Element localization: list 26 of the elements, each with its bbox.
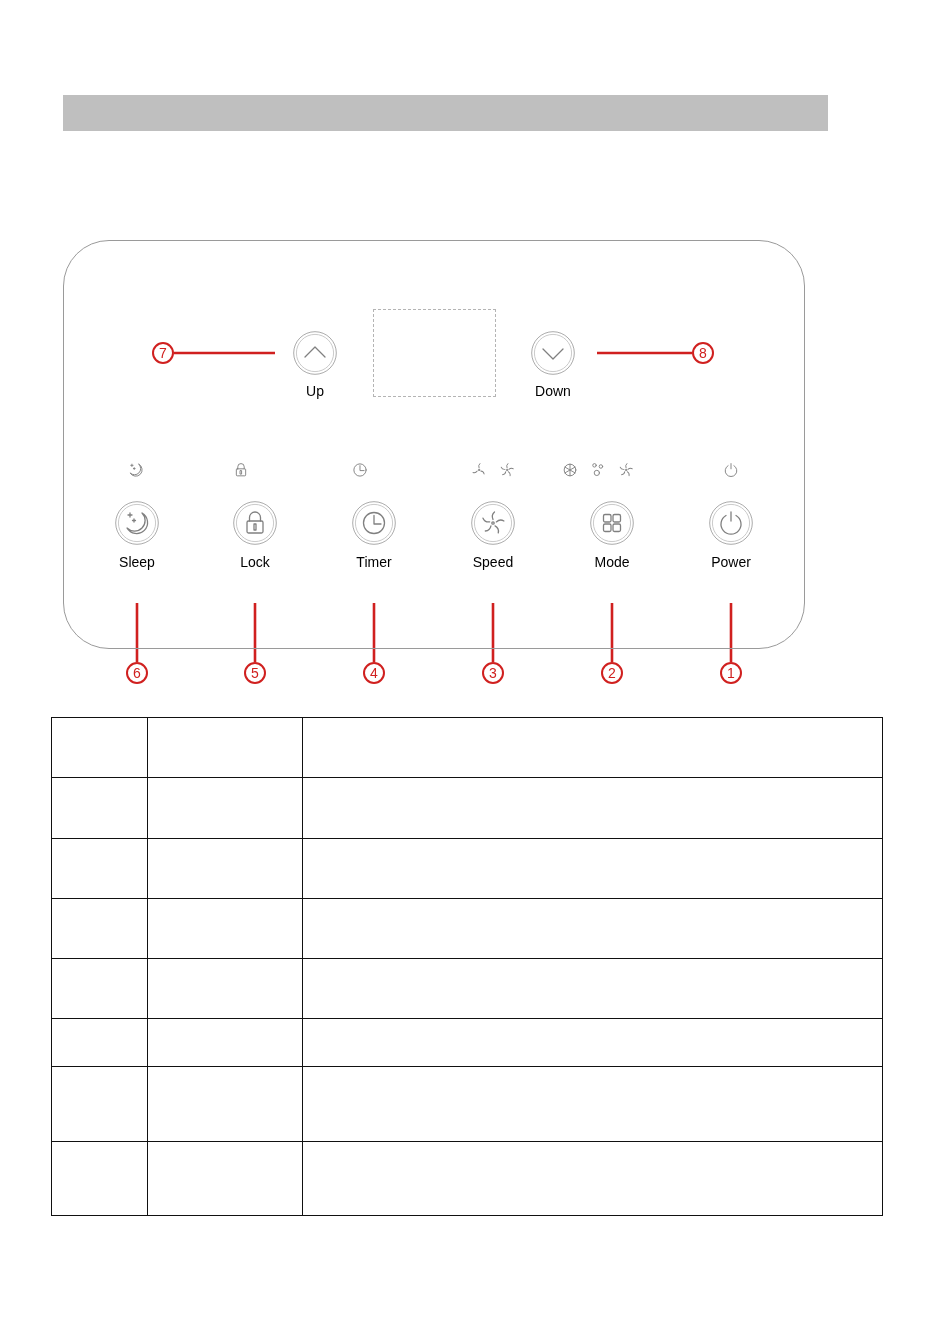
callout-number: 5: [244, 662, 266, 684]
button-label: Speed: [472, 554, 514, 570]
callout-number: 2: [601, 662, 623, 684]
leader-line: [729, 603, 733, 662]
leader-line: [610, 603, 614, 662]
leader-line: [174, 351, 275, 355]
callout-number: 3: [482, 662, 504, 684]
leader-line: [597, 351, 692, 355]
callout-number: 1: [720, 662, 742, 684]
button-label: Timer: [356, 554, 392, 570]
button-label: Mode: [594, 554, 630, 570]
leader-line: [491, 603, 495, 662]
callout-number: 4: [363, 662, 385, 684]
button-label: Lock: [240, 554, 270, 570]
callout-number: 8: [692, 342, 714, 364]
button-label: Down: [535, 383, 571, 399]
control-panel: [63, 240, 805, 649]
leader-line: [372, 603, 376, 662]
button-label: Up: [306, 383, 324, 399]
button-label: Sleep: [119, 554, 155, 570]
callout-number: 6: [126, 662, 148, 684]
button-label: Power: [711, 554, 751, 570]
callout-number: 7: [152, 342, 174, 364]
leader-line: [135, 603, 139, 662]
leader-line: [253, 603, 257, 662]
display-window: [373, 309, 496, 397]
